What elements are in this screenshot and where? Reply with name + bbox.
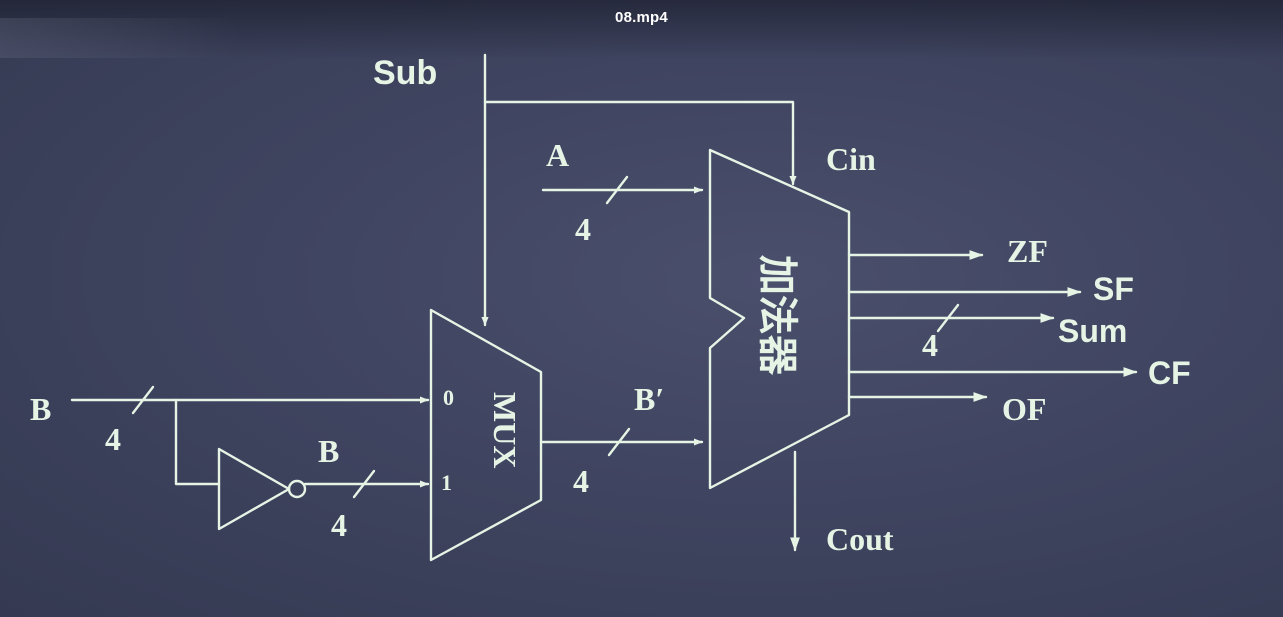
sf-label: SF [1093, 271, 1134, 307]
a-bus-width: 4 [575, 211, 591, 247]
mux-label: MUX [487, 392, 523, 468]
b-prime-bus-slash [607, 427, 631, 457]
b-prime-label: B′ [634, 381, 664, 417]
a-bus-slash [605, 175, 629, 205]
of-label: OF [1002, 391, 1046, 427]
video-top-bar [0, 0, 1283, 60]
video-title: 08.mp4 [615, 9, 668, 26]
cout-label: Cout [826, 521, 894, 557]
mux-input-0-label: 0 [443, 385, 454, 410]
zf-label: ZF [1007, 233, 1048, 269]
sum-bus-width: 4 [922, 327, 938, 363]
b-prime-bus-width: 4 [573, 463, 589, 499]
inverter-gate [217, 447, 291, 531]
sum-label: Sum [1058, 313, 1127, 349]
b-label: B [30, 391, 51, 427]
screen-glare [0, 18, 240, 58]
sub-to-cin-wire [483, 100, 797, 186]
b-bus-slash [131, 385, 155, 415]
adder-label: 加法器 [755, 255, 799, 376]
b-inverted-bus-width: 4 [331, 507, 347, 543]
mux-block [429, 308, 543, 562]
inverter-bubble [287, 479, 307, 499]
adder-block [708, 148, 851, 490]
a-label: A [546, 137, 569, 173]
b-branch-wire [174, 398, 221, 486]
b-inverted-label: B [318, 433, 339, 469]
sub-label: Sub [373, 54, 437, 92]
b-bus-width: 4 [105, 421, 121, 457]
mux-input-1-label: 1 [441, 470, 452, 495]
cf-label: CF [1148, 355, 1191, 391]
sum-bus-slash [936, 303, 960, 333]
b-inverted-slash [352, 469, 376, 499]
cin-label: Cin [826, 141, 876, 177]
